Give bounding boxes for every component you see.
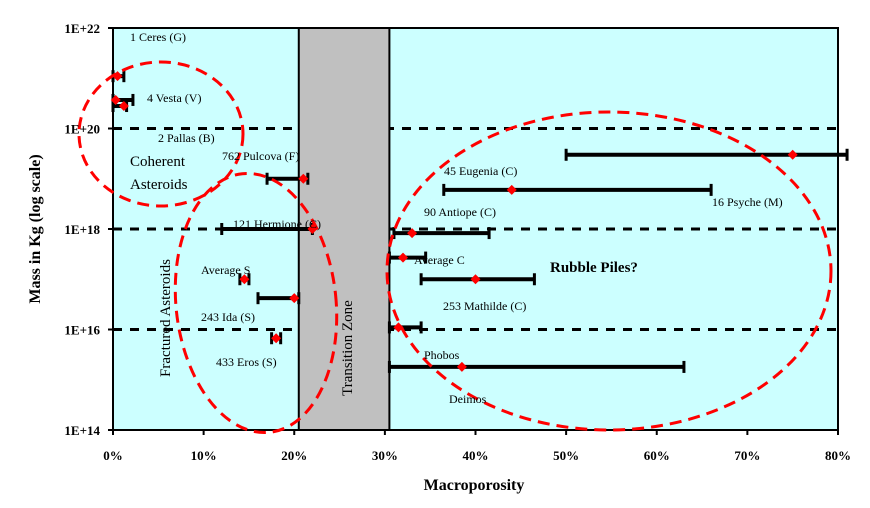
data-point bbox=[407, 228, 418, 239]
x-tick-label: 20% bbox=[281, 448, 307, 463]
x-tick-label: 50% bbox=[553, 448, 579, 463]
data-point bbox=[298, 173, 309, 184]
point-labels: 1 Ceres (G) 4 Vesta (V) 2 Pallas (B) 762 Pu… bbox=[130, 30, 783, 406]
x-tick-label: 70% bbox=[734, 448, 760, 463]
x-tick-label: 30% bbox=[372, 448, 398, 463]
group-ellipse bbox=[385, 110, 833, 432]
x-tick-label: 80% bbox=[825, 448, 851, 463]
y-axis-title: Mass in Kg (log scale) bbox=[27, 154, 44, 303]
data-point bbox=[456, 361, 467, 372]
point-label: 16 Psyche (M) bbox=[712, 195, 783, 209]
data-point bbox=[110, 94, 121, 105]
point-label: 243 Ida (S) bbox=[201, 310, 255, 324]
point-label: Average C bbox=[414, 253, 465, 267]
data-point bbox=[787, 149, 798, 160]
transition-zone-label: Transition Zone bbox=[340, 300, 356, 396]
axis-ticks: 0% 10% 20% 30% 40% 50% 60% 70% 80% 1E+14 1E+16 1E+1… bbox=[64, 21, 851, 463]
annotation-rubble: Rubble Piles? bbox=[550, 260, 638, 276]
x-axis-title: Macroporosity bbox=[424, 477, 525, 494]
point-label: 4 Vesta (V) bbox=[147, 91, 201, 105]
annotation-coherent: Asteroids bbox=[130, 177, 188, 193]
group-ellipse bbox=[77, 60, 245, 208]
point-label: 433 Eros (S) bbox=[216, 355, 277, 369]
group-ellipse bbox=[173, 171, 339, 435]
point-label: Phobos bbox=[424, 348, 460, 362]
y-tick-label: 1E+22 bbox=[64, 21, 100, 36]
y-tick-label: 1E+16 bbox=[64, 323, 100, 338]
y-tick-label: 1E+18 bbox=[64, 222, 100, 237]
data-point bbox=[239, 274, 250, 285]
data-point bbox=[118, 101, 129, 112]
point-label: 121 Hermione (C) bbox=[233, 217, 321, 231]
data-point bbox=[506, 184, 517, 195]
data-point bbox=[289, 293, 300, 304]
data-point bbox=[398, 252, 408, 263]
grouping-ellipses bbox=[77, 60, 833, 435]
annotation-fractured: Fractured Asteroids bbox=[158, 259, 174, 377]
y-tick-label: 1E+14 bbox=[64, 423, 100, 438]
point-label: 2 Pallas (B) bbox=[158, 131, 215, 145]
point-label: Deimos bbox=[449, 392, 487, 406]
data-point bbox=[393, 322, 404, 333]
x-tick-label: 0% bbox=[103, 448, 123, 463]
x-tick-label: 60% bbox=[644, 448, 670, 463]
point-label: 45 Eugenia (C) bbox=[444, 164, 517, 178]
x-tick-label: 10% bbox=[191, 448, 217, 463]
point-label: 90 Antiope (C) bbox=[424, 205, 496, 219]
x-tick-label: 40% bbox=[463, 448, 489, 463]
y-tick-label: 1E+20 bbox=[64, 122, 100, 137]
annotation-coherent: Coherent bbox=[130, 154, 186, 170]
point-label: 1 Ceres (G) bbox=[130, 30, 186, 44]
point-label: 762 Pulcova (F) bbox=[222, 149, 299, 163]
point-label: 253 Mathilde (C) bbox=[443, 299, 526, 313]
data-point bbox=[470, 274, 481, 285]
point-label: Average S bbox=[201, 263, 250, 277]
data-point bbox=[271, 333, 282, 344]
